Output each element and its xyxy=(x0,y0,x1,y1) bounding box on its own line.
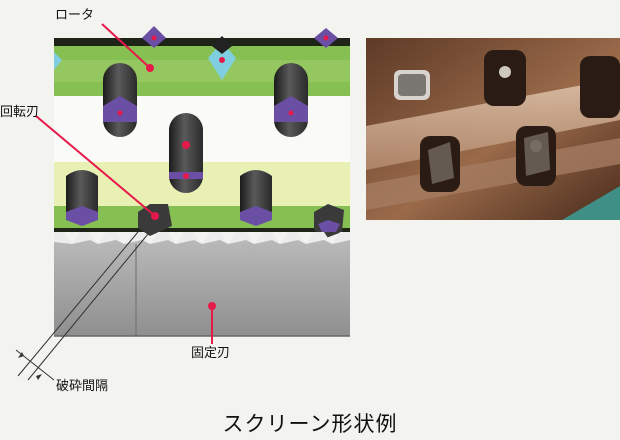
figure-caption: スクリーン形状例 xyxy=(222,412,398,436)
rotating-cutters xyxy=(66,63,344,238)
fixed-blade-label: 固定刃 xyxy=(191,346,231,361)
crushing-gap-dimension xyxy=(15,231,149,381)
top-edge-cutters xyxy=(54,26,338,80)
crushing-gap-label: 破砕間隔 xyxy=(56,379,109,394)
rotor-label: ロータ xyxy=(55,8,95,23)
leader-lines xyxy=(35,23,213,344)
rotor-crusher-diagram xyxy=(15,23,350,381)
rotor-photo xyxy=(366,38,620,220)
rotor-photo-drawing xyxy=(366,38,620,220)
fixed-blade xyxy=(54,232,350,337)
rotating-blade-label: 回転刃 xyxy=(0,105,40,120)
